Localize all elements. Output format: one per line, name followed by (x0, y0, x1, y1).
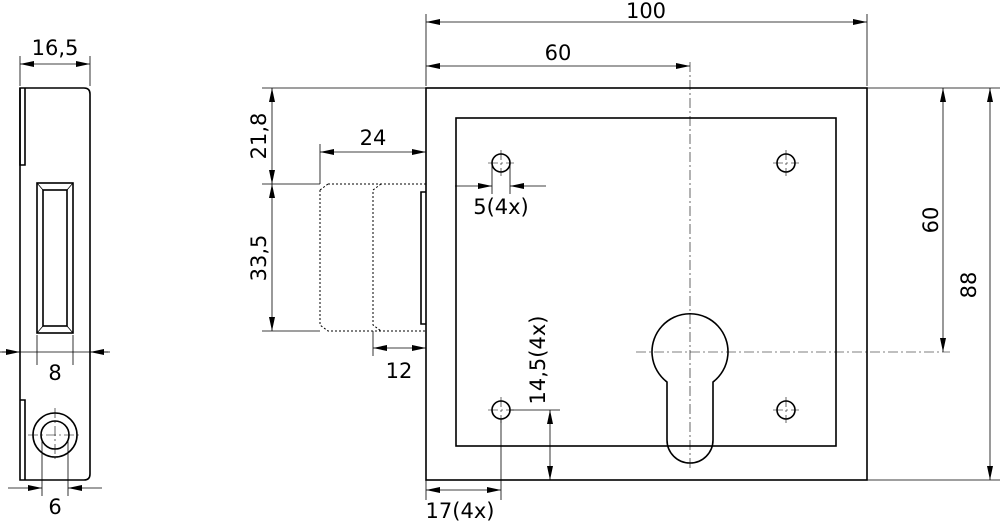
dim-overall-width: 100 (626, 0, 666, 23)
front-view: 100 60 60 88 5(4x) 14,5(4x) 17(4x) (425, 0, 1000, 523)
mounting-holes (488, 150, 799, 423)
dim-top-offset: 21,8 (247, 113, 271, 160)
bolt: 21,8 33,5 24 12 (247, 87, 426, 383)
keyhole (651, 313, 729, 464)
dim-hole-size: 5(4x) (473, 195, 529, 219)
dim-bolt-height: 33,5 (247, 235, 271, 282)
dim-center-height: 60 (919, 207, 943, 234)
dim-backset: 60 (545, 41, 572, 65)
dim-side-width: 16,5 (32, 36, 79, 60)
dim-slot-width: 8 (48, 361, 61, 385)
side-view: 16,5 8 6 (0, 36, 110, 519)
dim-bolt-throw: 24 (360, 126, 387, 150)
dim-hole-vertical-offset: 14,5(4x) (526, 316, 550, 405)
dim-bolt-depth: 12 (386, 359, 413, 383)
dim-hole-diameter: 6 (48, 495, 61, 519)
dim-overall-height: 88 (957, 272, 981, 299)
dim-hole-horizontal-offset: 17(4x) (426, 499, 495, 523)
